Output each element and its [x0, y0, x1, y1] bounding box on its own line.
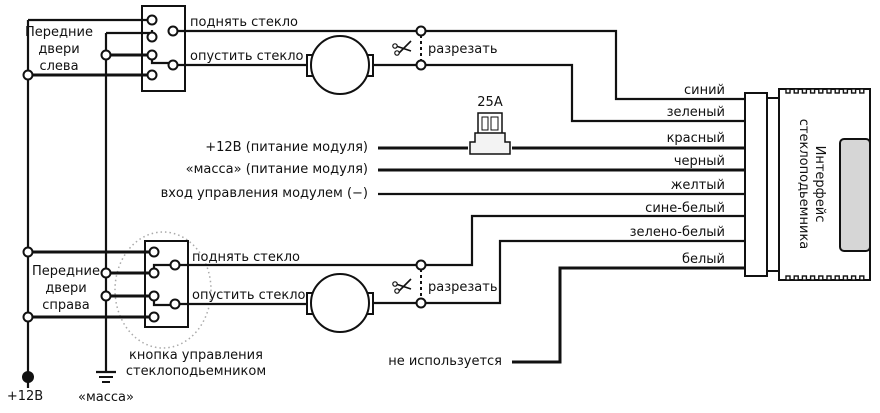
left-doors-label-2: двери [38, 42, 79, 57]
junction [22, 246, 34, 258]
fuse-icon [469, 112, 511, 155]
wire-label-red: красный [667, 131, 725, 146]
wire-blue-white [426, 214, 745, 267]
module-notch [826, 88, 832, 94]
input-plus12-label: +12В (питание модуля) [205, 140, 368, 155]
junction [22, 311, 34, 323]
terminal [148, 246, 160, 258]
cut-terminal [415, 25, 427, 37]
cut-terminal [415, 259, 427, 271]
wire-label-white: белый [682, 252, 725, 267]
module-notch [842, 275, 849, 281]
left-raise-label: поднять стекло [190, 15, 298, 30]
fuse-label: 25A [477, 95, 503, 110]
module-connector [744, 92, 768, 277]
ground-label: «масса» [78, 390, 134, 405]
wire-white [512, 266, 745, 364]
module-notch [793, 88, 799, 94]
module-notch [834, 88, 840, 94]
wire-label-blue-white: сине-белый [645, 201, 725, 216]
module-title-1: Интерфейс [812, 146, 827, 223]
terminal [148, 290, 160, 302]
power-label: +12В [7, 389, 43, 404]
right-doors-label-2: двери [45, 281, 86, 296]
left-cut-label: разрезать [428, 42, 498, 57]
scissors-icon [392, 278, 412, 294]
module-notch [818, 88, 824, 94]
left-motor [306, 35, 374, 95]
input-control-label: вход управления модулем (−) [161, 186, 368, 201]
module-notch [859, 275, 865, 281]
right-switch-link [152, 263, 174, 268]
right-raise-label: поднять стекло [192, 250, 300, 265]
cut-terminal [415, 59, 427, 71]
module-notch [818, 275, 824, 281]
module-notch [793, 275, 799, 281]
module-title-2: стеклоподьемника [796, 119, 811, 250]
module-notch [842, 88, 849, 94]
terminal [169, 259, 181, 271]
module-window [839, 138, 871, 252]
module-notch [834, 275, 840, 281]
module-notch [826, 275, 832, 281]
module-notch [801, 88, 808, 94]
junction [100, 267, 112, 279]
terminal [169, 298, 181, 310]
module-notch [850, 275, 857, 281]
terminal [167, 25, 179, 37]
wire-green-white [426, 239, 745, 305]
scissors-icon [392, 40, 412, 56]
left-doors-label-1: Передние [25, 25, 93, 40]
module-notch [785, 88, 791, 94]
unused-label: не используется [388, 354, 502, 369]
module-notch [809, 275, 816, 281]
right-doors-label-3: справа [42, 298, 90, 313]
wire-label-green-white: зелено-белый [630, 225, 725, 240]
left-doors-label-3: слева [39, 59, 78, 74]
wire-label-green: зеленый [667, 105, 725, 120]
module-teeth [785, 88, 865, 281]
wire-label-black: черный [674, 154, 725, 169]
right-motor [306, 273, 374, 333]
wire-label-yellow: желтый [671, 178, 725, 193]
button-caption-2: стеклоподьемником [126, 364, 266, 379]
module-notch [859, 88, 865, 94]
module-notch [809, 88, 816, 94]
cut-terminal [415, 297, 427, 309]
junction [100, 49, 112, 61]
right-lower-label: опустить стекло [192, 288, 306, 303]
module-connector-inner [766, 97, 780, 272]
terminal [146, 31, 158, 43]
wire-blue [421, 29, 745, 101]
wire-green [426, 63, 745, 123]
right-switch-link-2 [152, 300, 174, 307]
button-caption-1: кнопка управления [129, 348, 263, 363]
terminal [146, 69, 158, 81]
input-ground-label: «масса» (питание модуля) [186, 162, 368, 177]
junction [22, 69, 34, 81]
module-notch [785, 275, 791, 281]
terminal [146, 49, 158, 61]
module-notch [850, 88, 857, 94]
terminal [148, 267, 160, 279]
wire-label-blue: синий [684, 83, 725, 98]
button-highlight [114, 231, 212, 349]
power-terminal-icon [22, 371, 34, 383]
terminal [148, 311, 160, 323]
terminal [146, 14, 158, 26]
module-notch [801, 275, 808, 281]
right-cut-label: разрезать [428, 280, 498, 295]
left-lower-label: опустить стекло [190, 49, 304, 64]
right-doors-label-1: Передние [32, 264, 100, 279]
ground-icon [96, 370, 116, 383]
junction [100, 290, 112, 302]
terminal [167, 59, 179, 71]
